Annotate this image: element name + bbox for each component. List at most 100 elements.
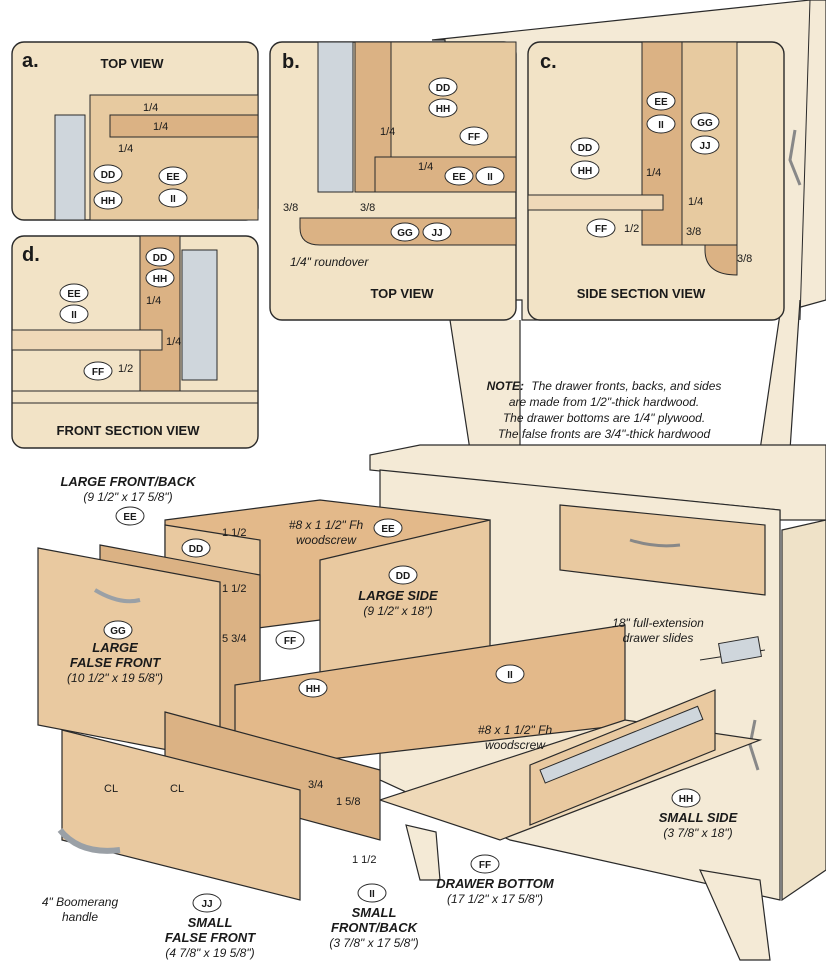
size-small-front-back: (3 7/8" x 17 5/8") <box>329 936 418 950</box>
dim-0-75: 3/4 <box>308 779 323 791</box>
boomerang-handle-icon <box>57 828 121 854</box>
upper-drawer-handle-icon <box>629 538 681 548</box>
size-small-false-front: (4 7/8" x 19 5/8") <box>165 946 254 960</box>
panel-a-dim-3: 1/4 <box>118 143 133 155</box>
code-small-false-front: JJ <box>201 899 212 910</box>
code-large-front-back: EE <box>123 512 137 523</box>
installed-slide <box>717 636 763 664</box>
panel-b-code-ii: II <box>487 172 493 183</box>
label-small-false-front-1: SMALL <box>188 915 233 930</box>
panel-c-code-gg: GG <box>697 118 713 129</box>
size-large-side: (9 1/2" x 18") <box>363 604 432 618</box>
exploded-drawer: LARGE FRONT/BACK (9 1/2" x 17 5/8") EE D… <box>37 474 763 960</box>
label-small-front-back-1: SMALL <box>352 905 397 920</box>
panel-b-code-gg: GG <box>397 228 413 239</box>
note-line-1: The drawer fronts, backs, and sides <box>531 379 721 393</box>
panel-b-dim-2: 1/4 <box>418 161 433 173</box>
dim-1-625: 1 5/8 <box>336 796 360 808</box>
panel-d-code-dd: DD <box>153 253 167 264</box>
panel-a-dim-2: 1/4 <box>153 121 168 133</box>
code-large-false-front: GG <box>110 626 126 637</box>
centerline-mark-2: CL <box>170 783 184 795</box>
small-false-front <box>61 729 301 901</box>
note-line-2: are made from 1/2"-thick hardwood. <box>509 395 699 409</box>
label-large-front-back: LARGE FRONT/BACK <box>60 474 197 489</box>
panel-c-dim-1: 1/4 <box>646 167 661 179</box>
label-large-side: LARGE SIDE <box>358 588 438 603</box>
size-small-side: (3 7/8" x 18") <box>663 826 732 840</box>
code-ii-inline: II <box>507 670 513 681</box>
svg-text:NOTE: The drawer fronts,: NOTE: The drawer fronts, backs, and side… <box>487 379 722 393</box>
note-line-4: The false fronts are 3/4"-thick hardwood <box>498 427 711 441</box>
slides-line-2: drawer slides <box>623 631 694 645</box>
panel-d-letter: d. <box>22 244 40 266</box>
panel-d-code-ii: II <box>71 310 77 321</box>
panel-c-dim-5: 3/8 <box>737 253 752 265</box>
panel-c-code-dd: DD <box>578 143 592 154</box>
panel-c-letter: c. <box>540 51 557 73</box>
panel-a-code-ee: EE <box>166 172 180 183</box>
panel-a-title: TOP VIEW <box>100 56 164 71</box>
code-hh-inline: HH <box>306 684 320 695</box>
panel-c-dim-2: 1/4 <box>688 196 703 208</box>
panel-a-code-dd: DD <box>101 170 115 181</box>
large-handle-icon <box>93 588 141 604</box>
handle-line-1: 4" Boomerang <box>42 895 119 909</box>
size-large-front-back: (9 1/2" x 17 5/8") <box>83 490 172 504</box>
panel-d-code-ff: FF <box>92 367 104 378</box>
code-large-side: DD <box>396 571 410 582</box>
panel-b-dim-1: 1/4 <box>380 126 395 138</box>
panel-b-code-hh: HH <box>436 104 450 115</box>
panel-c-code-hh: HH <box>578 166 592 177</box>
panel-a-dim-1: 1/4 <box>143 102 158 114</box>
panel-b-title: TOP VIEW <box>370 286 434 301</box>
screw-bottom-line-1: #8 x 1 1/2" Fh <box>478 723 553 737</box>
screw-top-line-1: #8 x 1 1/2" Fh <box>289 518 364 532</box>
panel-c-dim-3: 1/2 <box>624 223 639 235</box>
dim-top-1-5: 1 1/2 <box>222 527 246 539</box>
slides-line-1: 18" full-extension <box>612 616 704 630</box>
size-large-false-front: (10 1/2" x 19 5/8") <box>67 671 163 685</box>
label-large-false-front-1: LARGE <box>92 640 138 655</box>
panel-c-code-ii: II <box>658 120 664 131</box>
panel-b-roundover-note: 1/4" roundover <box>290 255 369 269</box>
panel-a-letter: a. <box>22 50 39 72</box>
label-small-side: SMALL SIDE <box>659 810 738 825</box>
panel-d-dim-2: 1/4 <box>166 336 181 348</box>
panel-b-dim-4: 3/8 <box>360 202 375 214</box>
dim-1-5b: 1 1/2 <box>222 583 246 595</box>
code-drawer-bottom: FF <box>479 860 491 871</box>
code-ff-inline: FF <box>284 636 296 647</box>
screw-bottom-line-2: woodscrew <box>485 738 546 752</box>
panel-d-dim-1: 1/4 <box>146 295 161 307</box>
size-drawer-bottom: (17 1/2" x 17 5/8") <box>447 892 543 906</box>
panel-d-dim-3: 1/2 <box>118 363 133 375</box>
panel-d-code-hh: HH <box>153 274 167 285</box>
panel-d-title: FRONT SECTION VIEW <box>57 423 201 438</box>
upper-drawer-front <box>559 504 766 596</box>
panel-b-letter: b. <box>282 51 300 73</box>
panel-c-code-ee: EE <box>654 97 668 108</box>
code-ee-inline: EE <box>381 524 395 535</box>
panel-b-code-ff: FF <box>468 132 480 143</box>
code-small-side: HH <box>679 794 693 805</box>
detail-panel-c: c. SIDE SECTION VIEW 1/4 1/4 1/2 3/8 3/8… <box>527 41 785 321</box>
panel-d-code-ee: EE <box>67 289 81 300</box>
note-line-3: The drawer bottoms are 1/4" plywood. <box>503 411 705 425</box>
panel-b-code-ee: EE <box>452 172 466 183</box>
handle-line-2: handle <box>62 910 98 924</box>
panel-c-title: SIDE SECTION VIEW <box>577 286 706 301</box>
label-large-false-front-2: FALSE FRONT <box>70 655 161 670</box>
label-small-front-back-2: FRONT/BACK <box>331 920 419 935</box>
panel-c-code-ff: FF <box>595 224 607 235</box>
label-drawer-bottom: DRAWER BOTTOM <box>436 876 555 891</box>
panel-b-code-dd: DD <box>436 83 450 94</box>
note-block: NOTE: The drawer fronts, backs, and side… <box>487 379 722 441</box>
screw-top-line-2: woodscrew <box>296 533 357 547</box>
label-small-false-front-2: FALSE FRONT <box>165 930 256 945</box>
code-small-front-back: II <box>369 889 375 900</box>
detail-panel-b: b. TOP VIEW 1/4 1/4 3/8 3/8 1/4" roundov… <box>269 41 517 321</box>
panel-b-code-jj: JJ <box>431 228 442 239</box>
panel-a-code-ii: II <box>170 194 176 205</box>
